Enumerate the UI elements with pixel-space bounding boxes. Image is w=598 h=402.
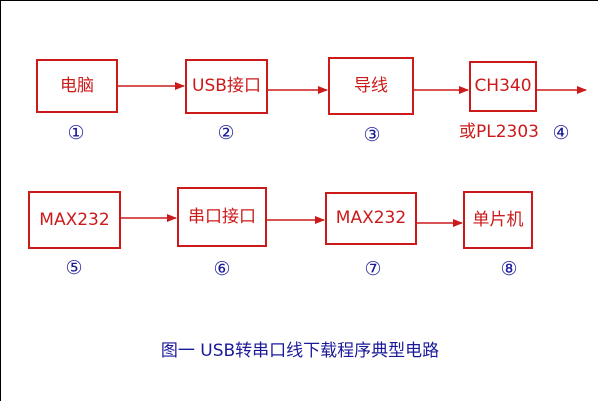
node-max232-a-label: MAX232 — [39, 209, 110, 230]
figure-caption: 图一 USB转串口线下载程序典型电路 — [1, 343, 598, 360]
node-mcu: 单片机 — [463, 191, 533, 249]
label-num-4: ④ — [552, 122, 570, 144]
node-computer: 电脑 — [36, 59, 118, 113]
label-pl2303: 或PL2303 — [459, 122, 539, 142]
node-computer-label: 电脑 — [60, 75, 94, 96]
label-num-3: ③ — [363, 124, 381, 146]
node-wire: 导线 — [328, 57, 414, 115]
node-mcu-label: 单片机 — [472, 209, 524, 230]
label-num-7: ⑦ — [364, 258, 382, 280]
caption-usb: USB — [200, 341, 236, 361]
node-usb-port-label: USB接口 — [192, 76, 261, 96]
node-serial-port: 串口接口 — [177, 187, 267, 247]
node-wire-label: 导线 — [354, 75, 388, 96]
node-ch340: CH340 — [469, 61, 537, 112]
node-serial-port-label: 串口接口 — [188, 206, 256, 227]
label-num-1: ① — [67, 122, 85, 144]
label-num-2: ② — [217, 122, 235, 144]
node-ch340-label: CH340 — [474, 76, 532, 96]
label-num-6: ⑥ — [213, 258, 231, 280]
caption-prefix: 图一 — [160, 341, 201, 361]
node-max232-b-label: MAX232 — [335, 208, 407, 228]
node-max232-a: MAX232 — [28, 191, 121, 249]
label-num-8: ⑧ — [500, 258, 518, 280]
label-num-5: ⑤ — [65, 257, 83, 279]
caption-rest: 转串口线下载程序典型电路 — [235, 341, 440, 361]
node-usb-port: USB接口 — [185, 59, 268, 114]
node-max232-b: MAX232 — [325, 192, 417, 245]
